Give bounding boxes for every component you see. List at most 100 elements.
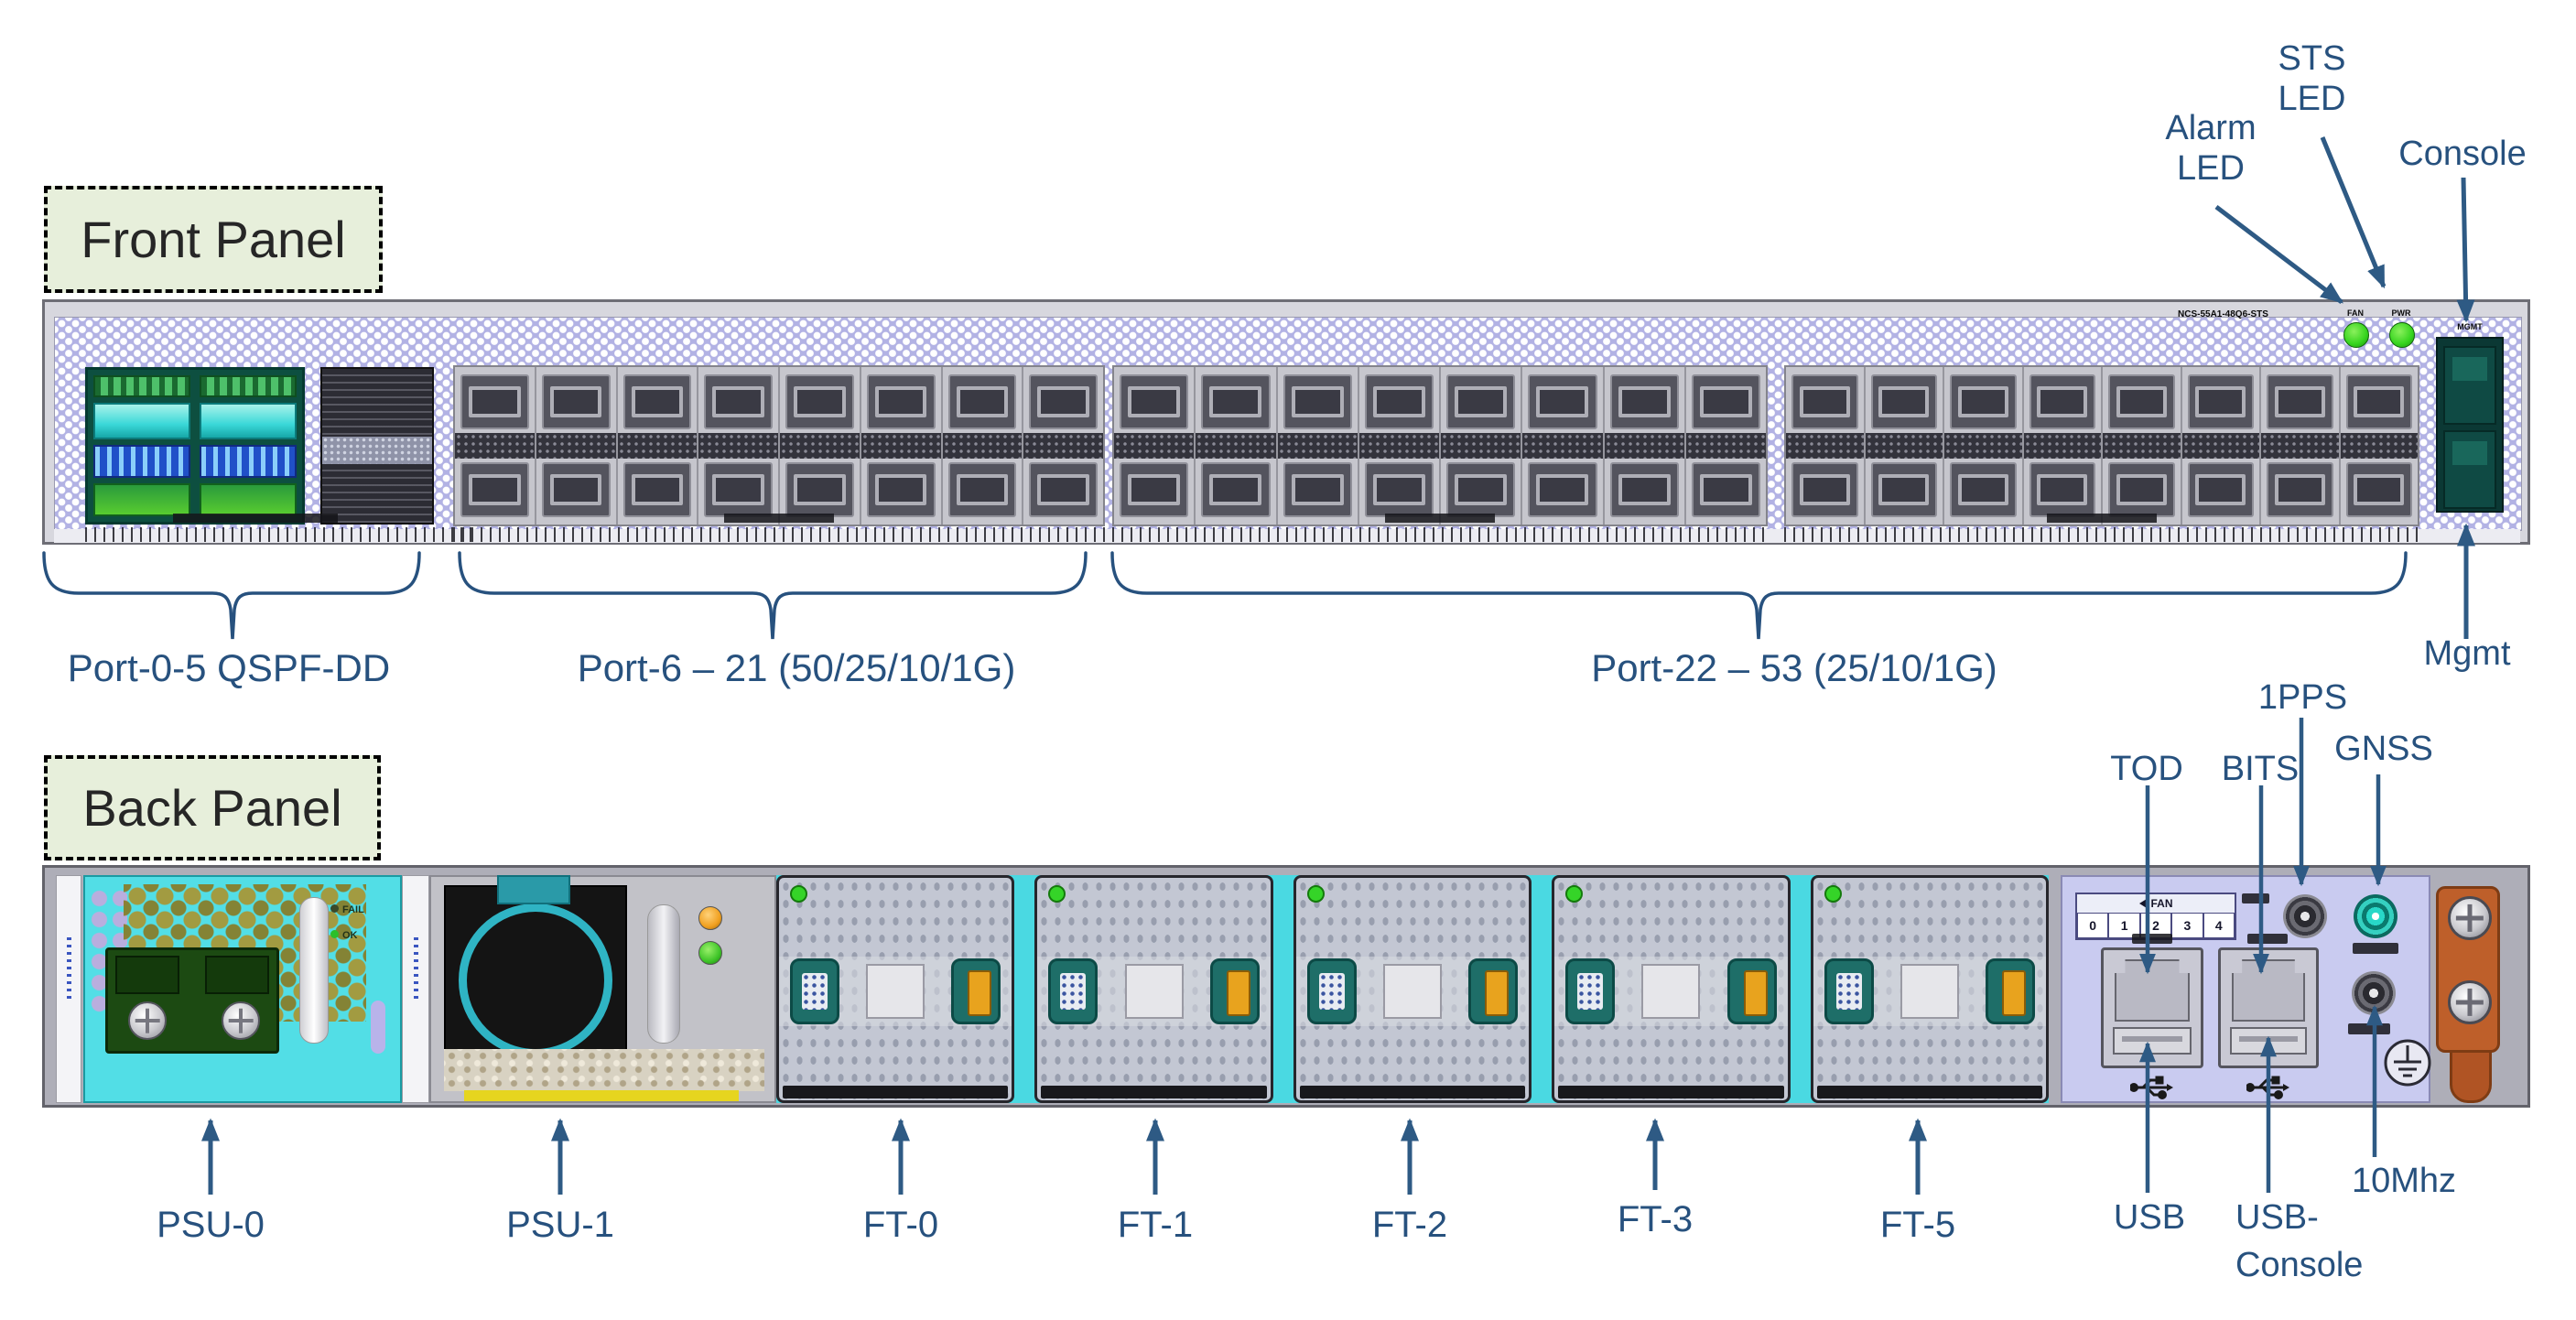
port-group-label-22-53: Port-22 – 53 (25/10/1G) xyxy=(1591,646,1997,689)
bits-rj45-usb-port xyxy=(2218,947,2319,1068)
console-callout: Console xyxy=(2398,135,2527,173)
ft-3-label: FT-3 xyxy=(1617,1199,1694,1239)
psu1-ok-led xyxy=(698,941,722,965)
fan-latch-right xyxy=(1209,958,1260,1024)
fan-latch-right xyxy=(1986,958,2036,1024)
sfp-cage-column xyxy=(698,367,780,525)
psu1-vent-mesh xyxy=(444,1049,764,1091)
fan-latch-right xyxy=(1468,958,1519,1024)
sfp-block-ports-38-53 xyxy=(1784,365,2419,526)
sfp-cage-column xyxy=(942,367,1024,525)
psu-1-module xyxy=(429,875,776,1103)
tod-port-silkscreen xyxy=(2132,934,2172,944)
alarm-led-arrow xyxy=(2214,205,2343,304)
fan-tray-led xyxy=(1306,885,1325,903)
tod-rj45 xyxy=(2115,959,2190,1022)
terminal-post xyxy=(205,956,269,994)
psu-0-label: PSU-0 xyxy=(157,1205,265,1245)
terminal-post xyxy=(115,956,179,994)
port-number-ticks xyxy=(85,527,479,542)
ft-1-label: FT-1 xyxy=(1117,1205,1194,1245)
sfp-cage-column xyxy=(1685,367,1766,525)
sfp-cage-column xyxy=(1786,367,1866,525)
qsfp-dd-empty-cage xyxy=(320,367,434,525)
psu-0-module: FAIL OK xyxy=(83,875,402,1103)
fan-latch-left xyxy=(1565,958,1616,1024)
psu-1-label: PSU-1 xyxy=(506,1205,614,1245)
tod-rj45-usb-port xyxy=(2101,947,2203,1068)
sts-led-arrow xyxy=(2320,136,2387,289)
alarm-led-callout: Alarm LED xyxy=(2165,109,2257,188)
ft-5-label: FT-5 xyxy=(1879,1205,1956,1245)
fan-tray-base xyxy=(1041,1086,1267,1098)
fan-indicator-arrow-icon xyxy=(2138,899,2147,908)
port-caption-smudge xyxy=(173,514,338,523)
qsfp-dd-module xyxy=(200,375,297,516)
ground-lug-bracket xyxy=(2436,886,2500,1103)
sfp-cage-column xyxy=(2023,367,2103,525)
psu1-fan xyxy=(444,885,627,1068)
fan-handle xyxy=(1485,970,1510,1016)
sfp-cage-column xyxy=(455,367,536,525)
sfp-cage-column xyxy=(1196,367,1278,525)
sfp-cage-column xyxy=(1114,367,1196,525)
fan-handle xyxy=(1743,970,1768,1016)
usb-slot xyxy=(2113,1027,2192,1055)
fan-latch-left xyxy=(1824,958,1874,1024)
fan-tray-center xyxy=(1900,964,1959,1019)
gnss-callout: GNSS xyxy=(2334,730,2433,768)
terminal-screw xyxy=(222,1001,260,1040)
psu1-fail-led xyxy=(698,906,722,930)
usb-console-callout-line1: USB- xyxy=(2235,1198,2319,1237)
port-caption-smudge xyxy=(2047,514,2157,523)
front-panel-title: Front Panel xyxy=(81,211,346,268)
sfp-block-ports-6-21 xyxy=(453,365,1105,526)
ok-label: OK xyxy=(342,930,358,941)
usb-console-slot xyxy=(2230,1027,2307,1055)
sfp-cage-column xyxy=(1441,367,1523,525)
port-group-label-0-5: Port-0-5 QSPF-DD xyxy=(67,646,391,689)
port-caption-smudge xyxy=(1385,514,1495,523)
fan-status-led xyxy=(2343,322,2369,348)
bits-rj45 xyxy=(2232,959,2305,1022)
back-panel-title-box: Back Panel xyxy=(44,755,381,860)
fan-indicator-cell: 4 xyxy=(2203,913,2235,938)
front-panel-title-box: Front Panel xyxy=(44,186,383,293)
psu1-latch xyxy=(497,875,570,904)
fan-tray-module xyxy=(1034,875,1273,1103)
fan-handle xyxy=(2002,970,2027,1016)
pwr-status-led xyxy=(2389,322,2415,348)
port-number-ticks xyxy=(453,527,1105,542)
ground-symbol-icon xyxy=(2384,1039,2431,1087)
front-chassis: NCS-55A1-48Q6-STS FAN PWR MGMT xyxy=(42,299,2530,545)
fan-tray-led xyxy=(1565,885,1584,903)
psu1-yellow-strip xyxy=(464,1090,739,1101)
fan-latch-right xyxy=(1726,958,1777,1024)
sfp-cage-column xyxy=(617,367,699,525)
psu-separator-strip xyxy=(402,875,429,1103)
psu1-handle xyxy=(647,904,680,1044)
fan-led-label: FAN xyxy=(2347,308,2364,318)
fan-indicator-label: FAN xyxy=(2150,897,2173,910)
chassis-model-text: NCS-55A1-48Q6-STS xyxy=(2178,309,2268,319)
sfp-cage-column xyxy=(1023,367,1103,525)
sfp-cage-column xyxy=(860,367,943,525)
ok-led xyxy=(330,930,339,938)
usb-callout: USB xyxy=(2113,1198,2186,1237)
fan-tray-module xyxy=(776,875,1015,1103)
usb-icon xyxy=(2130,1076,2173,1099)
gnss-connector xyxy=(2354,894,2397,938)
sfp-cage-column xyxy=(2261,367,2341,525)
sfp-cage-column xyxy=(1944,367,2024,525)
fan-tray-led xyxy=(1048,885,1066,903)
10mhz-callout: 10Mhz xyxy=(2351,1162,2457,1200)
fan-handle xyxy=(1226,970,1250,1016)
fan-tray-led xyxy=(790,885,807,903)
psu0-handle xyxy=(299,897,329,1044)
fan-tray-module xyxy=(1552,875,1791,1103)
tod-callout: TOD xyxy=(2110,750,2183,788)
mgmt-callout: Mgmt xyxy=(2423,634,2511,673)
fan-tray-module xyxy=(1810,875,2050,1103)
